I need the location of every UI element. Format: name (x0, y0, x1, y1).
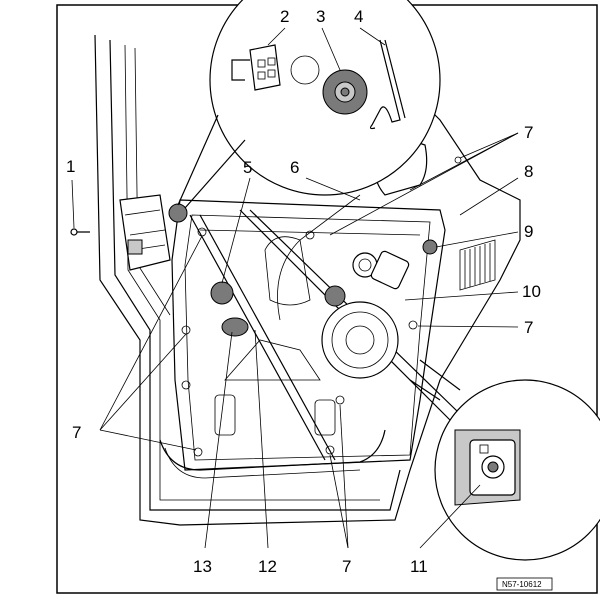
plugs (168, 203, 438, 337)
leader-lines (71, 27, 519, 549)
callout-7-right: 7 (524, 318, 533, 337)
wiring-harness (277, 194, 361, 321)
callout-4: 4 (354, 7, 363, 26)
document-id: N57-10612 (502, 580, 542, 589)
loudspeaker (321, 301, 399, 379)
callout-6: 6 (290, 158, 299, 177)
callout-11: 11 (410, 557, 428, 576)
regulator-motor (352, 250, 410, 290)
detail-circle-top (177, 0, 441, 209)
callout-7-bottom: 7 (342, 557, 351, 576)
callout-10: 10 (522, 282, 541, 301)
vent-grille (459, 239, 496, 291)
door-lock (119, 194, 171, 271)
callout-5: 5 (243, 158, 252, 177)
door-shell (94, 34, 521, 526)
callout-13: 13 (193, 557, 212, 576)
callout-12: 12 (258, 557, 277, 576)
detail-circle-bottom (409, 359, 600, 561)
callout-8: 8 (524, 162, 533, 181)
callout-labels: 1 2 3 4 5 6 7 7 7 7 7 8 9 10 11 12 13 (66, 7, 541, 576)
callout-1: 1 (66, 157, 75, 176)
callout-7-left: 7 (72, 423, 81, 442)
callout-3: 3 (316, 7, 325, 26)
callout-2: 2 (280, 7, 289, 26)
callout-9: 9 (524, 222, 533, 241)
document-id-box: N57-10612 (496, 577, 553, 591)
callout-7-top-right: 7 (524, 123, 533, 142)
screw (70, 228, 90, 236)
